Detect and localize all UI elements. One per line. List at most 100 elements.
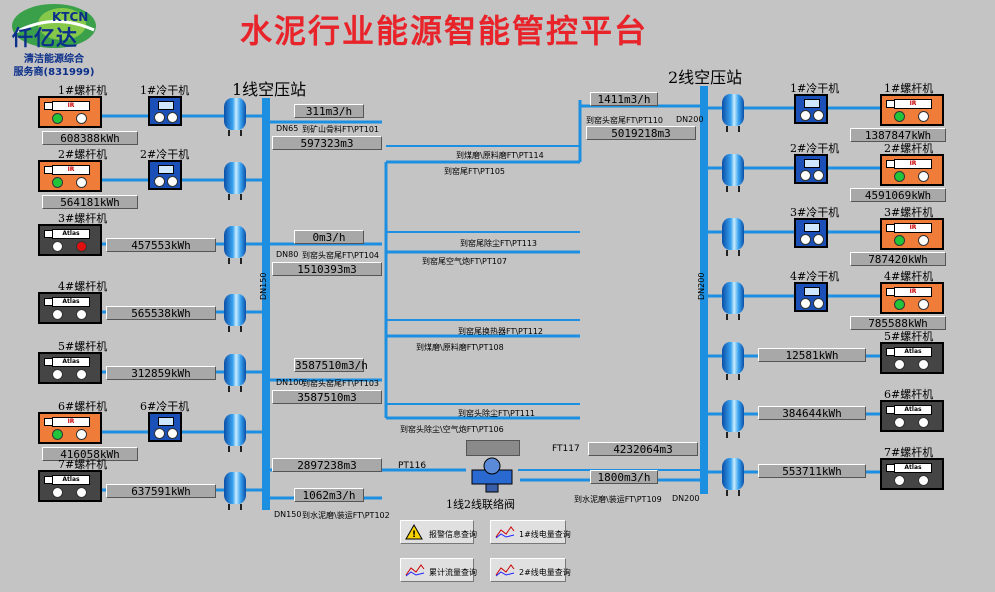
dryer-light-icon xyxy=(154,112,165,123)
branch-label: 到窑头除尘\空气炮FT\PT106 xyxy=(400,425,504,434)
dryer-unit[interactable] xyxy=(148,412,182,442)
tank-leg xyxy=(726,432,728,438)
status-light-icon xyxy=(52,369,63,380)
pipe-dn-label: DN200 xyxy=(676,115,704,124)
line1-power-query-button[interactable]: 1#线电量查询 xyxy=(490,520,571,544)
status-light-icon xyxy=(894,111,905,122)
dryer-unit[interactable] xyxy=(148,160,182,190)
dryer-unit[interactable] xyxy=(794,154,828,184)
energy-readout: 637591kWh xyxy=(106,484,216,498)
branch-label: 到煤磨\原料磨FT\PT114 xyxy=(456,151,544,160)
status-light-icon xyxy=(76,369,87,380)
valve-display xyxy=(466,440,520,456)
compressor-unit[interactable]: Atlas xyxy=(880,400,944,432)
energy-readout: 457553kWh xyxy=(106,238,216,252)
air-tank xyxy=(224,226,246,258)
status-light-icon xyxy=(894,417,905,428)
tank-leg xyxy=(240,258,242,264)
branch-label: 到窑头除尘FT\PT111 xyxy=(458,409,536,418)
flow-meter-label: 到窑头窑尾FT\PT110 xyxy=(586,116,664,125)
branch-label: 到窑尾FT\PT105 xyxy=(444,167,506,176)
status-light-icon xyxy=(918,299,929,310)
compressor-name-label: 1#螺杆机 xyxy=(58,84,108,97)
compressor-unit[interactable]: IR xyxy=(38,160,102,192)
dryer-name-label: 2#冷干机 xyxy=(140,148,190,161)
energy-readout: 564181kWh xyxy=(42,195,138,209)
flow-meter-label: 到窑头窑尾FT\PT104 xyxy=(302,251,380,260)
dryer-light-icon xyxy=(167,176,178,187)
dryer-name-label: 6#冷干机 xyxy=(140,400,190,413)
compressor-unit[interactable]: Atlas xyxy=(880,342,944,374)
air-tank xyxy=(224,414,246,446)
valve-icon[interactable] xyxy=(470,456,514,496)
main-pipe-dn-label: DN150 xyxy=(259,272,268,300)
tank-leg xyxy=(240,504,242,510)
flow-rate-readout: 1411m3/h xyxy=(590,92,658,106)
branch-label: 到窑尾空气炮FT\PT107 xyxy=(422,257,508,266)
air-tank xyxy=(224,162,246,194)
compressor-unit[interactable]: IR xyxy=(880,218,944,250)
tank-leg xyxy=(228,326,230,332)
compressor-unit[interactable]: Atlas xyxy=(38,292,102,324)
compressor-brand-label: Atlas xyxy=(52,357,90,367)
compressor-unit[interactable]: IR xyxy=(38,412,102,444)
tank-leg xyxy=(726,250,728,256)
tank-leg xyxy=(240,326,242,332)
dryer-screen-icon xyxy=(158,101,174,110)
tank-leg xyxy=(726,126,728,132)
air-tank xyxy=(224,98,246,130)
dryer-screen-icon xyxy=(804,223,820,232)
main-header-pipe xyxy=(262,98,270,510)
energy-readout: 785588kWh xyxy=(850,316,946,330)
status-light-icon xyxy=(918,171,929,182)
energy-readout: 416058kWh xyxy=(42,447,138,461)
flow-rate-readout: 1062m3/h xyxy=(294,488,364,502)
accumulated-flow-query-button[interactable]: 累计流量查询 xyxy=(400,558,477,582)
air-tank xyxy=(722,282,744,314)
compressor-unit[interactable]: Atlas xyxy=(38,470,102,502)
energy-readout: 384644kWh xyxy=(758,406,866,420)
flow-meter-label: 到水泥磨\装运FT\PT109 xyxy=(574,495,662,504)
alarm-query-button[interactable]: ! 报警信息查询 xyxy=(400,520,477,544)
compressor-unit[interactable]: Atlas xyxy=(880,458,944,490)
tank-leg xyxy=(240,446,242,452)
compressor-unit[interactable]: IR xyxy=(38,96,102,128)
dryer-light-icon xyxy=(813,298,824,309)
compressor-name-label: 4#螺杆机 xyxy=(58,280,108,293)
branch-label: 到窑尾换热器FT\PT112 xyxy=(458,327,544,336)
energy-readout: 12581kWh xyxy=(758,348,866,362)
tank-leg xyxy=(738,374,740,380)
dryer-unit[interactable] xyxy=(148,96,182,126)
globe-icon xyxy=(12,4,96,48)
compressor-unit[interactable]: IR xyxy=(880,94,944,126)
compressor-name-label: 3#螺杆机 xyxy=(58,212,108,225)
compressor-unit[interactable]: Atlas xyxy=(38,352,102,384)
status-light-icon xyxy=(52,113,63,124)
main-header-pipe xyxy=(700,86,708,494)
line2-power-query-button[interactable]: 2#线电量查询 xyxy=(490,558,571,582)
dryer-name-label: 1#冷干机 xyxy=(140,84,190,97)
status-light-icon xyxy=(52,309,63,320)
pipe-dn-label: DN80 xyxy=(276,250,299,259)
status-light-icon xyxy=(52,241,63,252)
status-light-icon xyxy=(894,235,905,246)
tank-leg xyxy=(738,490,740,496)
status-light-icon xyxy=(894,299,905,310)
status-light-icon xyxy=(52,177,63,188)
tank-leg xyxy=(228,194,230,200)
tank-leg xyxy=(228,386,230,392)
valve-label: 1线2线联络阀 xyxy=(446,498,515,511)
dryer-unit[interactable] xyxy=(794,218,828,248)
logo-brand-en: KTCN xyxy=(52,10,89,24)
dryer-name-label: 1#冷干机 xyxy=(790,82,840,95)
trend-chart-icon xyxy=(495,526,515,539)
compressor-name-label: 5#螺杆机 xyxy=(58,340,108,353)
compressor-unit[interactable]: IR xyxy=(880,154,944,186)
compressor-unit[interactable]: IR xyxy=(880,282,944,314)
tank-leg xyxy=(738,314,740,320)
compressor-unit[interactable]: Atlas xyxy=(38,224,102,256)
flow-meter-label: 到矿山骨料FT\PT101 xyxy=(302,125,380,134)
dryer-unit[interactable] xyxy=(794,282,828,312)
dryer-unit[interactable] xyxy=(794,94,828,124)
status-light-icon xyxy=(918,475,929,486)
